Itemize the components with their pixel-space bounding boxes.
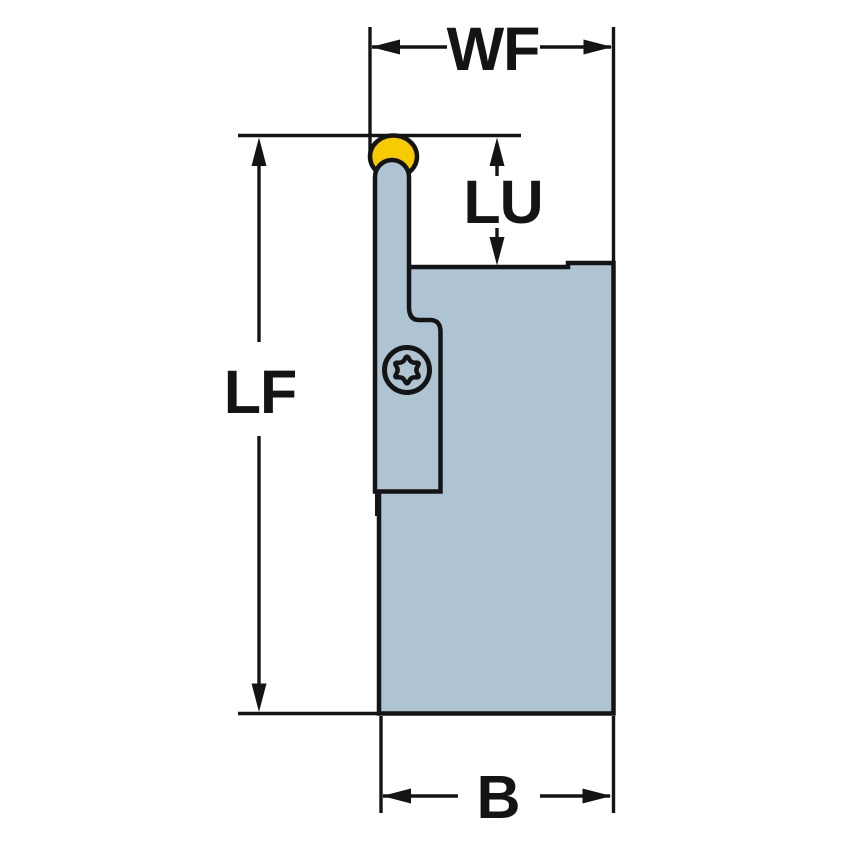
dim-lu-label: LU: [463, 168, 542, 236]
dim-b: B: [382, 763, 612, 831]
lu-arrow-down: [489, 237, 505, 266]
dim-b-label: B: [476, 763, 519, 831]
lf-arrow-down: [251, 683, 267, 712]
wf-arrow-right: [583, 39, 613, 55]
dim-lf: LF: [224, 137, 297, 712]
dim-wf-label: WF: [447, 15, 540, 83]
torx-screw-icon: [393, 354, 421, 386]
wf-arrow-left: [371, 39, 400, 55]
b-arrow-right: [582, 788, 612, 804]
b-arrow-left: [382, 788, 411, 804]
lf-arrow-up: [251, 137, 267, 166]
dim-lu: LU: [463, 137, 544, 266]
dim-wf: WF: [371, 15, 613, 83]
lu-arrow-up: [489, 137, 505, 166]
reference-lines: [238, 27, 616, 813]
blade-clamp: [372, 157, 443, 494]
holder-shape: [367, 133, 616, 716]
dim-lf-label: LF: [224, 358, 297, 426]
